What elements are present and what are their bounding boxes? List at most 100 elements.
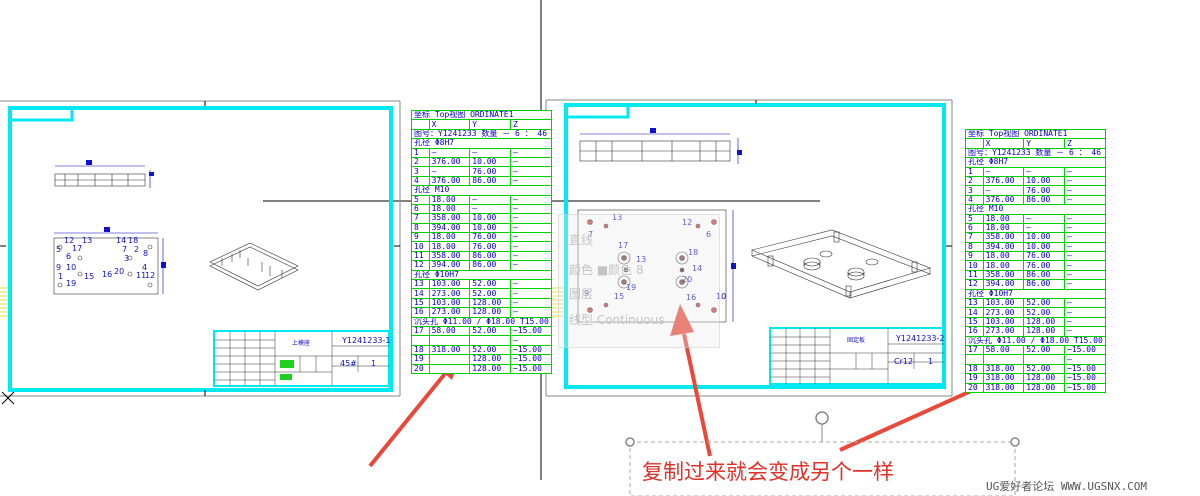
table-cell: – bbox=[510, 147, 552, 158]
table-cell: 103.00 bbox=[428, 297, 471, 309]
left-hole-label: 15 bbox=[84, 272, 94, 281]
table-cell: 10.00 bbox=[469, 213, 511, 224]
table-cell: 10.00 bbox=[469, 156, 511, 168]
table-cell bbox=[965, 354, 984, 365]
table-cell: – bbox=[510, 156, 552, 168]
table-cell bbox=[469, 335, 511, 346]
right-hole-label: 19 bbox=[626, 283, 636, 292]
table-cell: 10.00 bbox=[1023, 175, 1065, 187]
table-cell: 9 bbox=[965, 251, 984, 262]
table-cell: – bbox=[510, 297, 552, 309]
table-cell: 孔径 Φ8H7 bbox=[411, 138, 552, 149]
left-qty: 1 bbox=[371, 359, 376, 368]
table-cell: 52.00 bbox=[469, 325, 511, 337]
left-hole-label: 6 bbox=[66, 252, 71, 261]
table-group-row: 沉头孔 Φ11.00 / Φ18.00 T15.00 bbox=[965, 335, 1106, 347]
table-cell: 128.00 bbox=[469, 363, 511, 374]
table-cell: 16 bbox=[411, 307, 430, 318]
table-cell: 52.00 bbox=[1023, 363, 1065, 375]
table-cell: 1 bbox=[411, 147, 430, 158]
table-cell: 12 bbox=[965, 279, 984, 290]
table-group-row: 孔径 Φ10H7 bbox=[411, 269, 552, 281]
table-cell: – bbox=[1064, 166, 1106, 177]
table-cell: 10 bbox=[965, 260, 984, 271]
table-cell: 394.00 bbox=[428, 260, 471, 271]
table-cell: 52.00 bbox=[1023, 344, 1065, 356]
table-cell: −15.00 bbox=[1064, 382, 1106, 393]
table-cell: 318.00 bbox=[982, 373, 1025, 384]
table-cell: 孔径 Φ10H7 bbox=[411, 269, 552, 281]
close-x-icon[interactable] bbox=[1, 391, 15, 405]
annotation-text: 复制过来就会变成另个一样 bbox=[642, 460, 894, 484]
table-cell: 86.00 bbox=[469, 175, 511, 187]
table-group-row: 孔径 M10 bbox=[965, 204, 1106, 215]
table-cell: – bbox=[510, 166, 552, 177]
table-cell: 5 bbox=[965, 213, 984, 224]
right-hole-label: 9 bbox=[584, 289, 589, 298]
table-cell: 8 bbox=[411, 222, 430, 234]
left-drawing-sheet[interactable]: 12 13 14 18 5 7 2 8 6 17 3 4 9 10 15 1 1… bbox=[0, 100, 401, 405]
forum-watermark: UG爱好者论坛 WWW.UGSNX.COM bbox=[986, 480, 1147, 493]
table-part-row: 图号：Y1241233 数量 － 6 ： 46 bbox=[411, 128, 552, 140]
table-cell: – bbox=[510, 203, 552, 215]
table-cell bbox=[965, 138, 984, 149]
table-cell: 15 bbox=[411, 297, 430, 309]
table-cell: 9 bbox=[411, 232, 430, 243]
table-cell: 孔径 M10 bbox=[965, 204, 1106, 215]
right-hole-label: 7 bbox=[588, 230, 593, 239]
table-cell: 394.00 bbox=[982, 279, 1025, 290]
table-cell: 273.00 bbox=[428, 288, 471, 299]
ghost-panel-line: 颜色 ■颜色 8 bbox=[569, 263, 644, 277]
left-material: 45# bbox=[340, 359, 357, 368]
table-cell: 4 bbox=[411, 175, 430, 187]
table-cell: – bbox=[428, 166, 471, 177]
left-hole-label: 16 bbox=[102, 270, 112, 279]
table-cell: X bbox=[982, 138, 1025, 149]
table-cell: 76.00 bbox=[469, 241, 511, 252]
table-cell: 76.00 bbox=[1023, 251, 1065, 262]
table-cell: – bbox=[469, 203, 511, 215]
right-iso-view bbox=[751, 229, 931, 299]
left-iso-view bbox=[209, 242, 299, 291]
left-part-name: 上模座 bbox=[292, 339, 310, 347]
ghost-panel-line: 线型 Continuous bbox=[569, 313, 665, 327]
table-cell: 沉头孔 Φ11.00 / Φ18.00 T15.00 bbox=[965, 335, 1106, 347]
table-row: – bbox=[965, 354, 1106, 365]
table-cell: 86.00 bbox=[1023, 194, 1065, 206]
table-part-row: 图号：Y1241233 数量 － 6 ： 46 bbox=[965, 147, 1106, 159]
table-cell: – bbox=[1064, 260, 1106, 271]
table-cell: 128.00 bbox=[1023, 326, 1065, 337]
left-hole-label: 9 bbox=[56, 263, 61, 272]
table-cell: 11 bbox=[965, 269, 984, 281]
table-cell: 1 bbox=[965, 166, 984, 177]
table-cell: 273.00 bbox=[982, 326, 1025, 337]
left-side-view bbox=[54, 160, 154, 188]
table-cell: – bbox=[1064, 194, 1106, 206]
table-cell: 10.00 bbox=[1023, 232, 1065, 243]
table-cell: −15.00 bbox=[1064, 344, 1106, 356]
table-row: 3–76.00– bbox=[965, 185, 1106, 196]
table-cell: 2 bbox=[411, 156, 430, 168]
table-cell: – bbox=[1064, 251, 1106, 262]
table-cell: 76.00 bbox=[1023, 185, 1065, 196]
red-arrow-middle bbox=[670, 304, 712, 457]
table-cell: 318.00 bbox=[982, 382, 1025, 393]
table-cell: 8 bbox=[965, 241, 984, 253]
table-cell: 17 bbox=[411, 325, 430, 337]
right-hole-label: 10 bbox=[716, 292, 726, 301]
table-cell: 6 bbox=[965, 222, 984, 234]
table-cell: – bbox=[982, 166, 1025, 177]
annotation-textbox[interactable] bbox=[625, 411, 1020, 496]
table-cell: 14 bbox=[965, 307, 984, 318]
table-cell: – bbox=[510, 232, 552, 243]
